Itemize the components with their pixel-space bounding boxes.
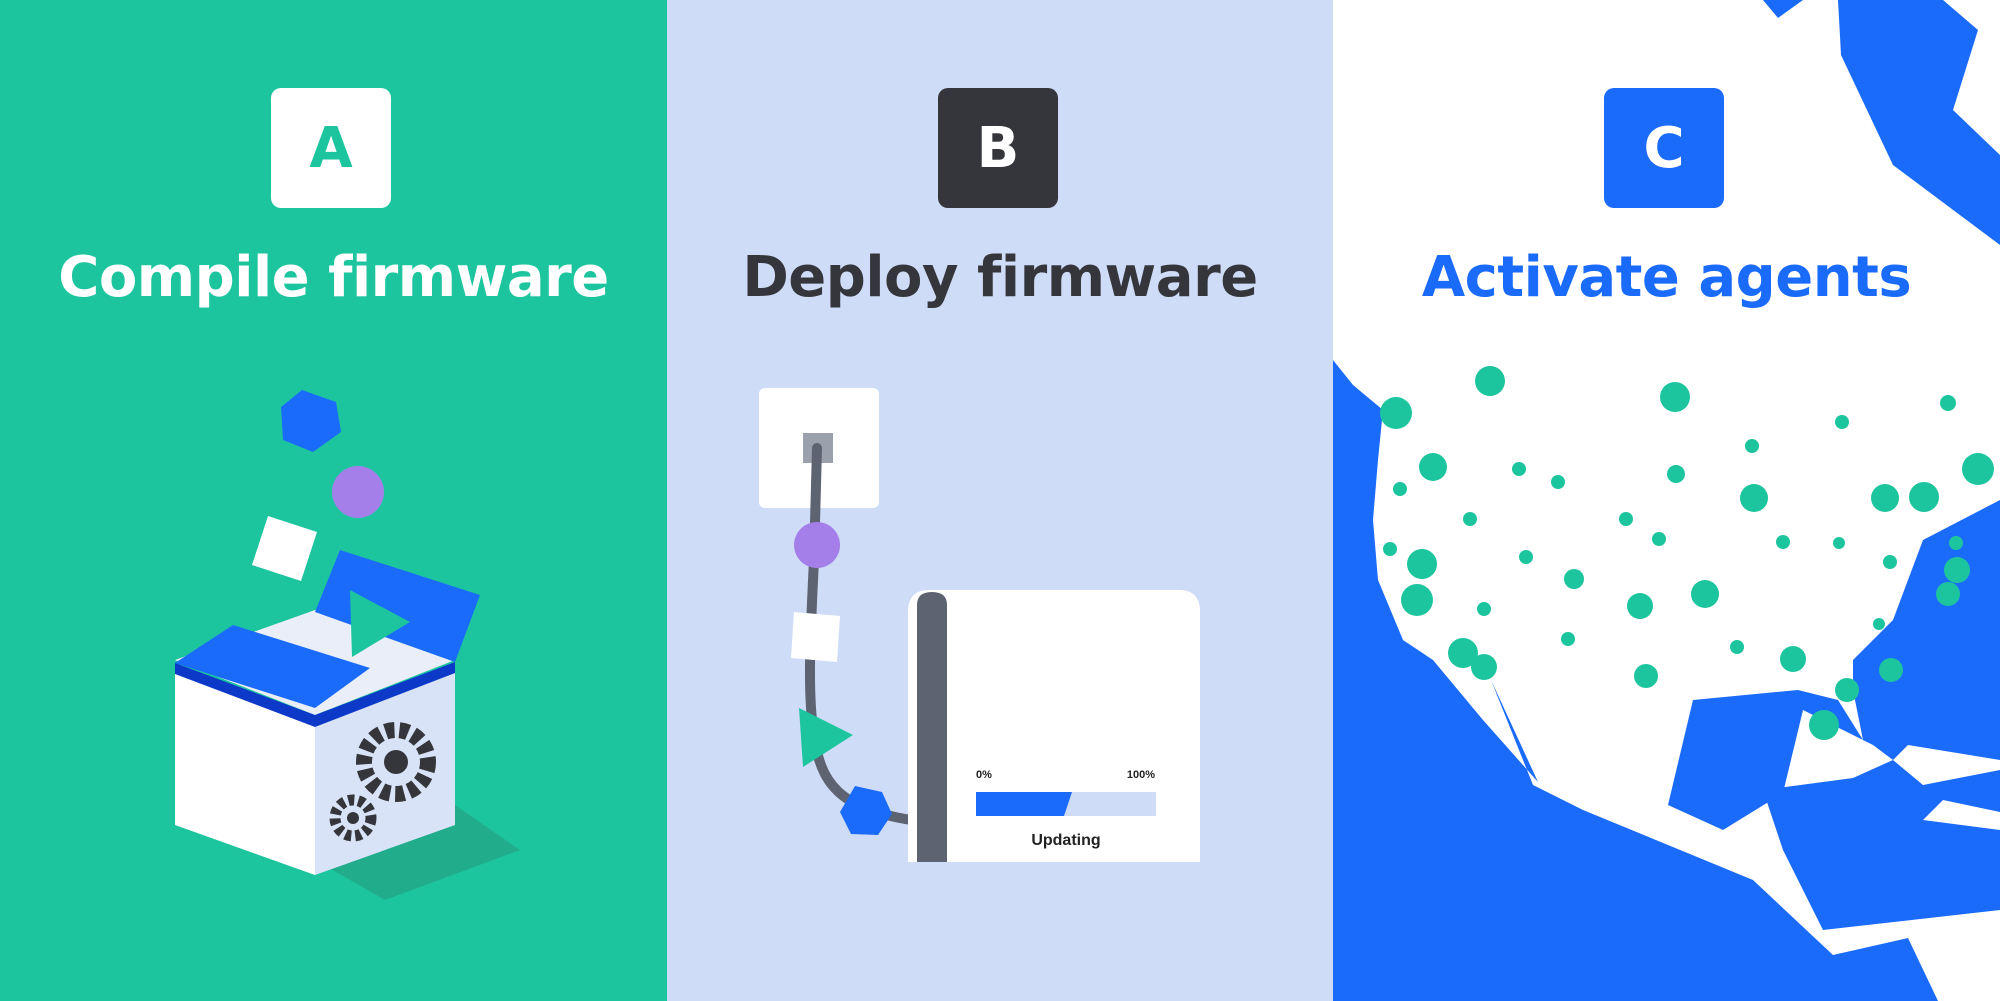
agent-dot xyxy=(1512,462,1526,476)
agent-dot xyxy=(1909,482,1939,512)
progress-max-label: 100% xyxy=(1127,769,1155,781)
agent-dot xyxy=(1380,397,1412,429)
agent-dot xyxy=(1667,465,1685,483)
step-b-title: Deploy firmware xyxy=(742,245,1258,310)
cable-triangle xyxy=(799,708,853,767)
box-shadow xyxy=(315,805,520,900)
box-left-flap xyxy=(175,625,370,708)
deploy-illustration: 0% 100% Updating xyxy=(759,388,1200,862)
agent-dot xyxy=(1833,537,1845,549)
agent-dot xyxy=(1393,482,1407,496)
agent-dot xyxy=(1519,550,1533,564)
agent-dot xyxy=(1936,582,1960,606)
step-c-badge: C xyxy=(1604,88,1724,208)
circle-icon xyxy=(332,466,384,518)
compile-illustration xyxy=(175,390,520,900)
agent-dot xyxy=(1780,646,1806,672)
agent-dot xyxy=(1883,555,1897,569)
device-stripe xyxy=(917,592,947,862)
triangle-icon xyxy=(350,590,410,657)
agent-dot xyxy=(1419,453,1447,481)
map-illustration xyxy=(1333,0,2000,1001)
agent-dot xyxy=(1740,484,1768,512)
agent-dot xyxy=(1835,678,1859,702)
agent-dot xyxy=(1475,366,1505,396)
agent-dot xyxy=(1561,632,1575,646)
agent-dot xyxy=(1407,549,1437,579)
agent-dot xyxy=(1873,618,1885,630)
agent-dot xyxy=(1634,664,1658,688)
box-right-edge xyxy=(315,662,455,727)
agent-dot xyxy=(1448,638,1478,668)
agent-dot xyxy=(1477,602,1491,616)
agent-dot xyxy=(1944,557,1970,583)
progress-min-label: 0% xyxy=(976,769,992,781)
agent-dot xyxy=(1871,484,1899,512)
step-b-badge: B xyxy=(938,88,1058,208)
agent-dot xyxy=(1660,382,1690,412)
agent-dots xyxy=(1380,366,1994,740)
device-icon xyxy=(908,590,1200,862)
agent-dot xyxy=(1652,532,1666,546)
agent-dot xyxy=(1809,710,1839,740)
cable-square xyxy=(791,612,840,662)
step-a-badge: A xyxy=(271,88,391,208)
agent-dot xyxy=(1471,654,1497,680)
box-right-flap xyxy=(315,550,480,662)
step-a-title: Compile firmware xyxy=(58,245,609,310)
agent-dot xyxy=(1463,512,1477,526)
step-c-panel: C Activate agents xyxy=(1333,0,2000,1001)
progress-status: Updating xyxy=(1031,832,1100,849)
step-a-panel: A Compile firmware xyxy=(0,0,667,1001)
agent-dot xyxy=(1619,512,1633,526)
box-right-face xyxy=(315,670,455,875)
square-icon xyxy=(252,516,317,581)
hexagon-icon xyxy=(281,390,341,452)
gears-icon xyxy=(329,722,436,842)
agent-dot xyxy=(1940,395,1956,411)
step-b-panel: B Deploy firmware 0% 100% Updating xyxy=(667,0,1333,1001)
agent-dot xyxy=(1691,580,1719,608)
agent-dot xyxy=(1745,439,1759,453)
agent-dot xyxy=(1962,453,1994,485)
agent-dot xyxy=(1835,415,1849,429)
agent-dot xyxy=(1383,542,1397,556)
agent-dot xyxy=(1551,475,1565,489)
agent-dot xyxy=(1776,535,1790,549)
agent-dot xyxy=(1627,593,1653,619)
agent-dot xyxy=(1949,536,1963,550)
progress-fill xyxy=(976,792,1072,816)
box-icon xyxy=(175,670,315,875)
agent-dot xyxy=(1730,640,1744,654)
box-left-edge xyxy=(175,663,315,727)
cable-hexagon xyxy=(840,786,892,835)
cable-circle xyxy=(794,522,840,568)
step-c-title: Activate agents xyxy=(1421,245,1912,310)
agent-dot xyxy=(1564,569,1584,589)
agent-dot xyxy=(1879,658,1903,682)
agent-dot xyxy=(1401,584,1433,616)
